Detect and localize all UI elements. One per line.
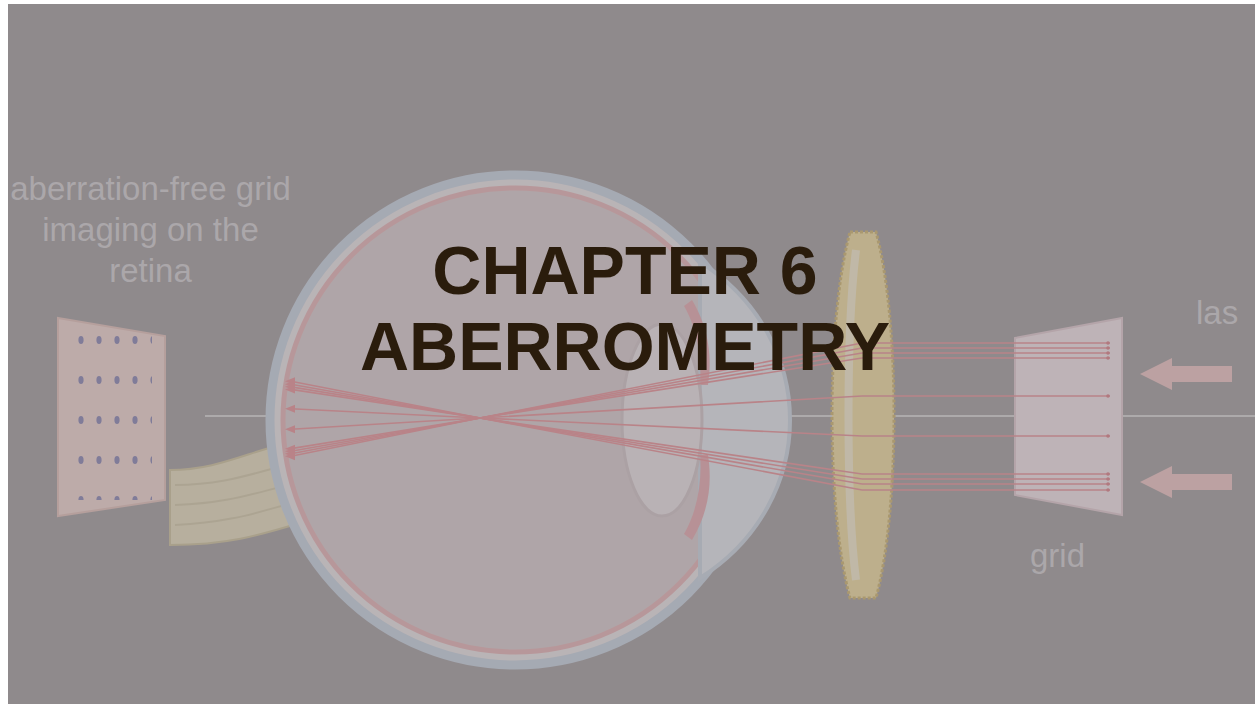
figure-label: las bbox=[1196, 292, 1238, 333]
illustration-part bbox=[8, 4, 1255, 704]
chapter-title: CHAPTER 6 ABERROMETRY bbox=[335, 232, 915, 384]
figure-label: grid bbox=[1030, 535, 1085, 576]
figure-label: aberration-free grid imaging on the reti… bbox=[8, 168, 293, 291]
illustration-part bbox=[8, 4, 1255, 704]
